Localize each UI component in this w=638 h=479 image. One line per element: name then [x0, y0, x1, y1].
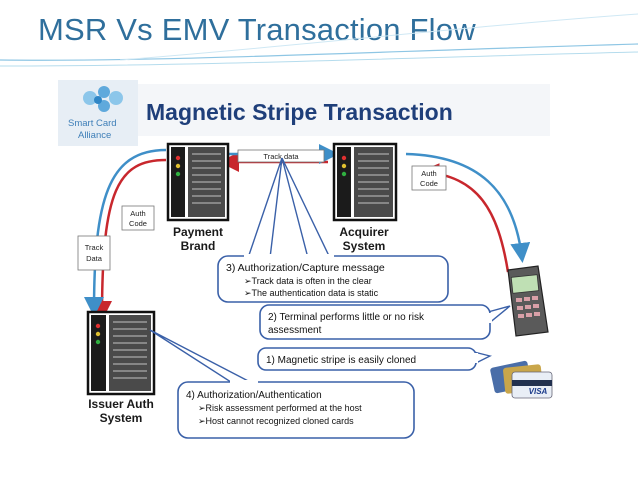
svg-text:Code: Code [420, 179, 438, 188]
visa-card-label: VISA [529, 387, 548, 396]
callout-2-line-1: 2) Terminal performs little or no risk [268, 312, 425, 323]
callout-1: 1) Magnetic stripe is easily cloned [257, 347, 493, 371]
smart-card-alliance-logo: Smart Card Alliance [58, 80, 138, 146]
svg-text:Track data: Track data [263, 152, 299, 161]
logo-line-2: Alliance [78, 130, 111, 141]
acquirer-server-icon [332, 142, 398, 222]
issuer-label-2: System [100, 411, 143, 425]
callout-4-bullet-1: ➢Risk assessment performed at the host [198, 403, 362, 413]
svg-text:Data: Data [86, 254, 103, 263]
payment-brand-label-2: Brand [181, 239, 216, 253]
callout-3-bullet-2: ➢The authentication data is static [244, 288, 379, 298]
callout-4: 4) Authorization/Authentication ➢Risk as… [149, 329, 415, 439]
svg-text:Code: Code [129, 219, 147, 228]
payment-brand-server-icon [166, 142, 230, 222]
logo-line-1: Smart Card [68, 118, 117, 129]
callout-3-title: 3) Authorization/Capture message [226, 262, 385, 274]
callout-3: 3) Authorization/Capture message ➢Track … [217, 157, 449, 303]
slide-title: MSR Vs EMV Transaction Flow [38, 12, 476, 47]
auth-code-right-label: Auth Code [411, 165, 447, 191]
acquirer-label-2: System [343, 239, 386, 253]
callout-2: 2) Terminal performs little or no risk a… [259, 304, 511, 340]
callout-2-line-2: assessment [268, 325, 322, 336]
issuer-label-1: Issuer Auth [88, 397, 154, 411]
track-data-left-label: Track Data [77, 235, 111, 271]
credit-cards-icon: VISA [490, 360, 553, 399]
callout-3-bullet-1: ➢Track data is often in the clear [244, 276, 372, 286]
svg-text:Auth: Auth [421, 169, 436, 178]
svg-text:Track: Track [85, 243, 104, 252]
diagram-header-band [136, 84, 550, 136]
payment-brand-label-1: Payment [173, 225, 223, 239]
issuer-server-icon [86, 310, 156, 396]
acquirer-label-1: Acquirer [339, 225, 389, 239]
payment-terminal-icon [507, 265, 549, 337]
magnetic-stripe-diagram: Magnetic Stripe Transaction Smart Card A… [58, 80, 556, 444]
callout-4-title: 4) Authorization/Authentication [186, 390, 322, 401]
auth-code-left-label: Auth Code [121, 205, 155, 231]
diagram-title: Magnetic Stripe Transaction [146, 99, 453, 125]
svg-text:Auth: Auth [130, 209, 145, 218]
callout-4-bullet-2: ➢Host cannot recognized cloned cards [198, 416, 354, 426]
callout-1-title: 1) Magnetic stripe is easily cloned [266, 355, 416, 366]
